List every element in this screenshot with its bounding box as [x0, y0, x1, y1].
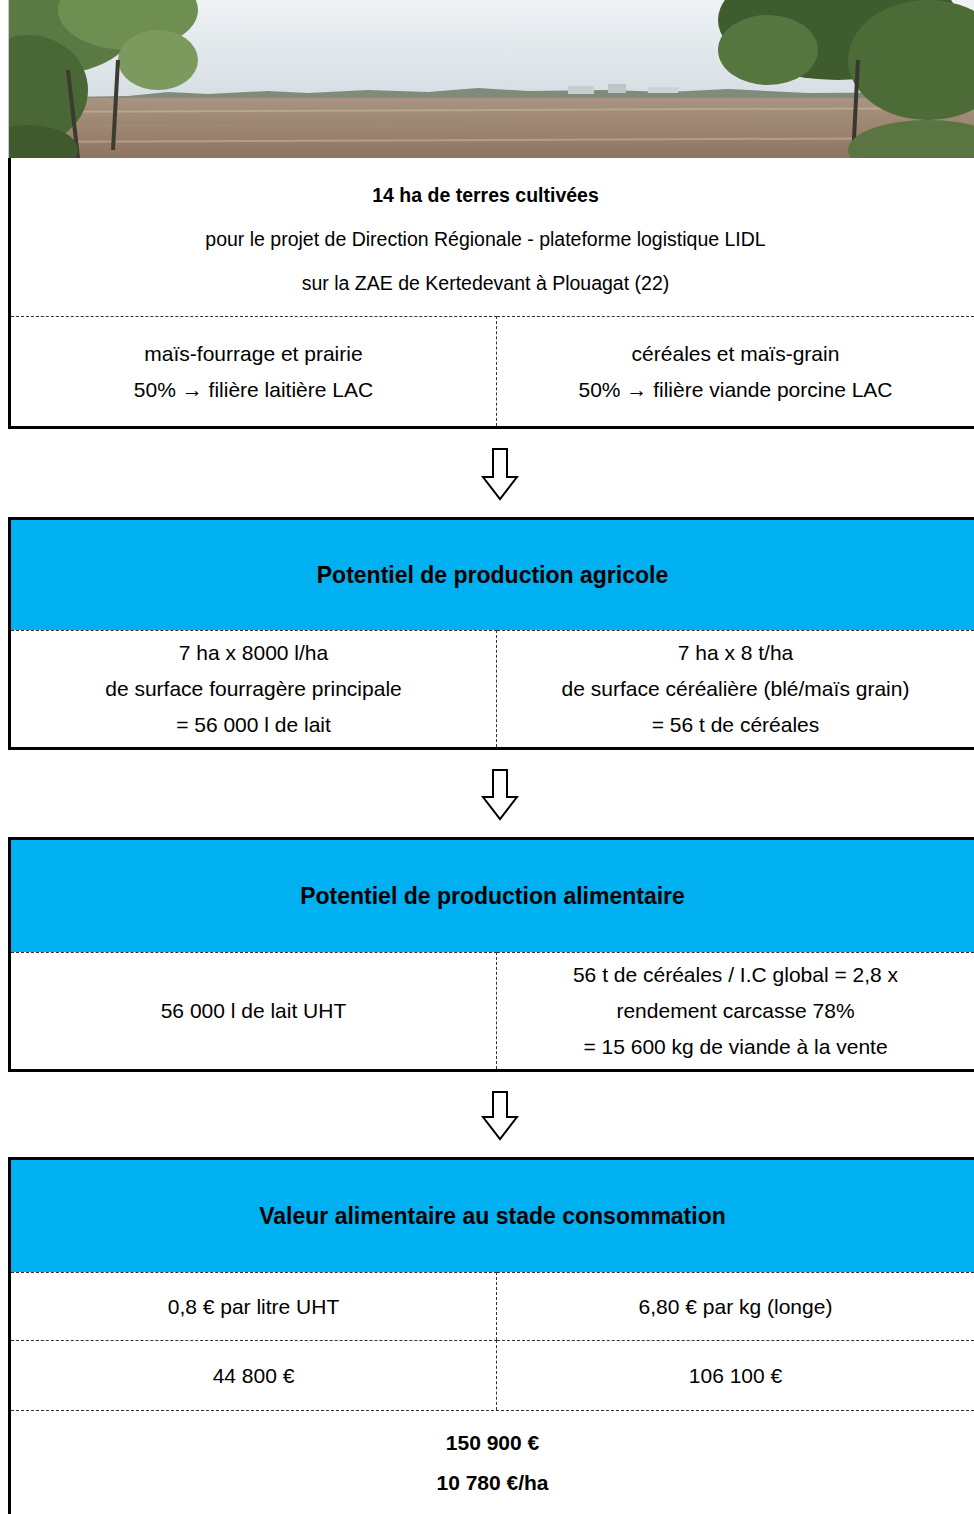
text-holder: 106 100 € — [497, 1341, 974, 1410]
calc-cell: 7 ha x 8000 l/hade surface fourragère pr… — [11, 630, 497, 747]
photo-edge — [8, 0, 9, 158]
cell-text: de surface céréalière (blé/maïs grain) — [562, 671, 910, 707]
cell-text: 7 ha x 8000 l/ha — [179, 635, 328, 671]
cell-text: de surface fourragère principale — [105, 671, 402, 707]
right-trees — [718, 0, 974, 158]
cell-text: céréales et maïs-grain — [632, 336, 840, 372]
value-cell: 6,80 € par kg (longe) — [497, 1272, 974, 1340]
calc-cell: 7 ha x 8 t/hade surface céréalière (blé/… — [497, 630, 974, 747]
cell-text: 50% → filière laitière LAC — [134, 372, 373, 408]
section-heading: Potentiel de production agricole — [317, 558, 668, 592]
calc-cell: 56 000 l de lait UHT — [11, 952, 497, 1069]
heading-band: Valeur alimentaire au stade consommation — [11, 1160, 974, 1272]
flow-arrow — [483, 449, 517, 499]
flow-arrow — [483, 770, 517, 819]
intro-box: 14 ha de terres cultivéespour le projet … — [8, 158, 974, 429]
landscape-photo — [8, 0, 974, 158]
section-heading: Potentiel de production alimentaire — [300, 879, 685, 913]
flow-arrow — [483, 1092, 517, 1139]
heading-band: Potentiel de production alimentaire — [11, 840, 974, 952]
field — [8, 98, 974, 158]
text-holder: 150 900 €10 780 €/ha — [11, 1411, 974, 1514]
cell-text: 50% → filière viande porcine LAC — [579, 372, 893, 408]
cell-text: = 56 000 l de lait — [176, 707, 331, 743]
text-holder: 56 000 l de lait UHT — [11, 953, 496, 1069]
text-holder: 7 ha x 8000 l/hade surface fourragère pr… — [11, 631, 496, 747]
cell-text: pour le projet de Direction Régionale - … — [11, 217, 960, 261]
heading-band: Potentiel de production agricole — [11, 520, 974, 630]
cell-text: 0,8 € par litre UHT — [168, 1289, 340, 1325]
section-heading: Valeur alimentaire au stade consommation — [259, 1199, 726, 1233]
cell-text: 106 100 € — [689, 1358, 782, 1394]
box-title: 14 ha de terres cultivées — [11, 173, 960, 217]
cell-text: 56 t de céréales / I.C global = 2,8 x — [573, 957, 898, 993]
cell-text: rendement carcasse 78% — [616, 993, 854, 1029]
cell-text: 6,80 € par kg (longe) — [639, 1289, 833, 1325]
cell-text: 10 780 €/ha — [436, 1463, 548, 1503]
text-holder: 14 ha de terres cultivéespour le projet … — [11, 173, 974, 305]
text-holder: céréales et maïs-grain50% → filière vian… — [497, 317, 974, 426]
cell-text: maïs-fourrage et prairie — [144, 336, 362, 372]
cell-text: 56 000 l de lait UHT — [161, 993, 347, 1029]
text-holder: 6,80 € par kg (longe) — [497, 1273, 974, 1340]
calc-cell: 56 t de céréales / I.C global = 2,8 xren… — [497, 952, 974, 1069]
text-holder: maïs-fourrage et prairie50% → filière la… — [11, 317, 496, 426]
section-box: Valeur alimentaire au stade consommation… — [8, 1157, 974, 1514]
section-box: Potentiel de production agricole 7 ha x 8… — [8, 517, 974, 750]
cell-text: = 56 t de céréales — [652, 707, 820, 743]
text-holder: 44 800 € — [11, 1341, 496, 1410]
cell-text: = 15 600 kg de viande à la vente — [583, 1029, 887, 1065]
value-cell: 106 100 € — [497, 1340, 974, 1410]
total-cell: 150 900 €10 780 €/ha — [11, 1410, 974, 1514]
cell-text: sur la ZAE de Kertedevant à Plouagat (22… — [11, 261, 960, 305]
cell-text: 7 ha x 8 t/ha — [678, 635, 794, 671]
text-holder: 7 ha x 8 t/hade surface céréalière (blé/… — [497, 631, 974, 747]
split-cell: maïs-fourrage et prairie50% → filière la… — [11, 316, 497, 426]
split-cell: céréales et maïs-grain50% → filière vian… — [497, 316, 974, 426]
value-cell: 44 800 € — [11, 1340, 497, 1410]
section-box: Potentiel de production alimentaire 56 00… — [8, 837, 974, 1072]
left-trees — [8, 0, 198, 158]
value-cell: 0,8 € par litre UHT — [11, 1272, 497, 1340]
text-holder: 56 t de céréales / I.C global = 2,8 xren… — [497, 953, 974, 1069]
cell-text: 150 900 € — [446, 1423, 539, 1463]
cell-text: 44 800 € — [213, 1358, 295, 1394]
text-holder: 0,8 € par litre UHT — [11, 1273, 496, 1340]
